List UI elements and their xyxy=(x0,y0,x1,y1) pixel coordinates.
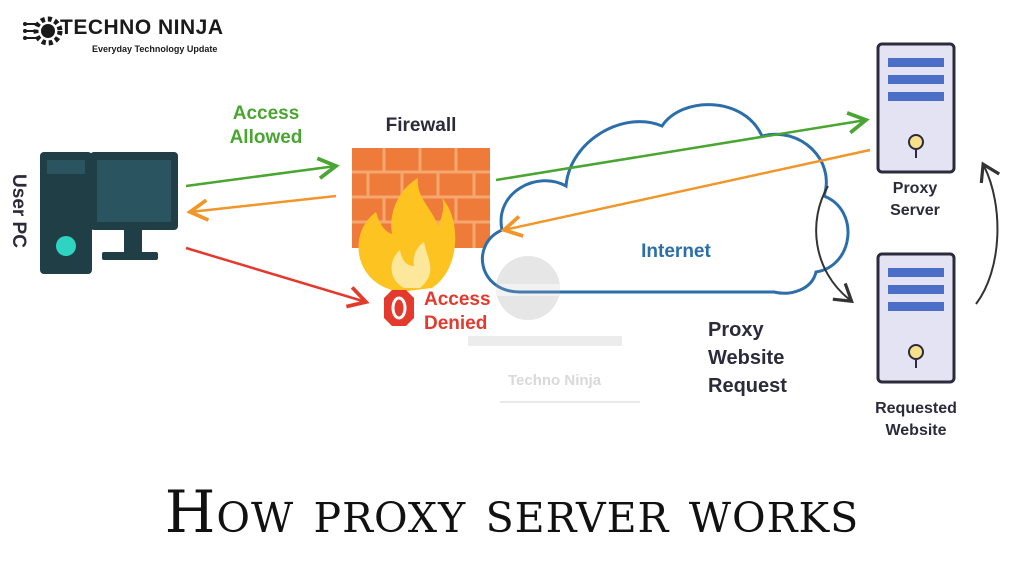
proxy-diagram xyxy=(40,42,1001,403)
denied-arrow xyxy=(185,246,370,309)
gear-circuit-icon xyxy=(23,16,63,46)
proxy-request-label: Proxy Website Request xyxy=(708,319,787,397)
proxy-server-icon xyxy=(876,42,956,174)
firewall-label: Firewall xyxy=(385,115,457,136)
return-arrow-to-pc xyxy=(186,194,337,222)
proxy-server-label: Proxy Server xyxy=(890,180,940,219)
user-pc-label: User PC xyxy=(8,174,29,248)
internet-label: Internet xyxy=(641,241,711,262)
watermark-ninja-icon xyxy=(468,256,640,403)
proxy-to-website-arrow xyxy=(815,185,854,304)
footer-title: How proxy server works xyxy=(164,478,860,546)
website-to-proxy-arrow xyxy=(975,161,1001,305)
allowed-arrow xyxy=(185,156,340,188)
logo-subtitle: Everyday Technology Update xyxy=(92,44,218,54)
requested-website-label: Requested Website xyxy=(875,400,957,439)
user-pc-icon xyxy=(40,152,178,274)
firewall-icon xyxy=(352,148,490,292)
logo-title: TECHNO NINJA xyxy=(60,16,224,39)
watermark-text: Techno Ninja xyxy=(508,372,602,389)
proxy-to-firewall-arrow xyxy=(500,148,871,238)
access-allowed-label: Access Allowed xyxy=(229,103,303,148)
firewall-to-proxy-arrow xyxy=(495,111,870,182)
access-denied-label: Access Denied xyxy=(424,289,491,334)
requested-website-server-icon xyxy=(876,252,956,384)
stop-sign-icon xyxy=(384,290,414,326)
